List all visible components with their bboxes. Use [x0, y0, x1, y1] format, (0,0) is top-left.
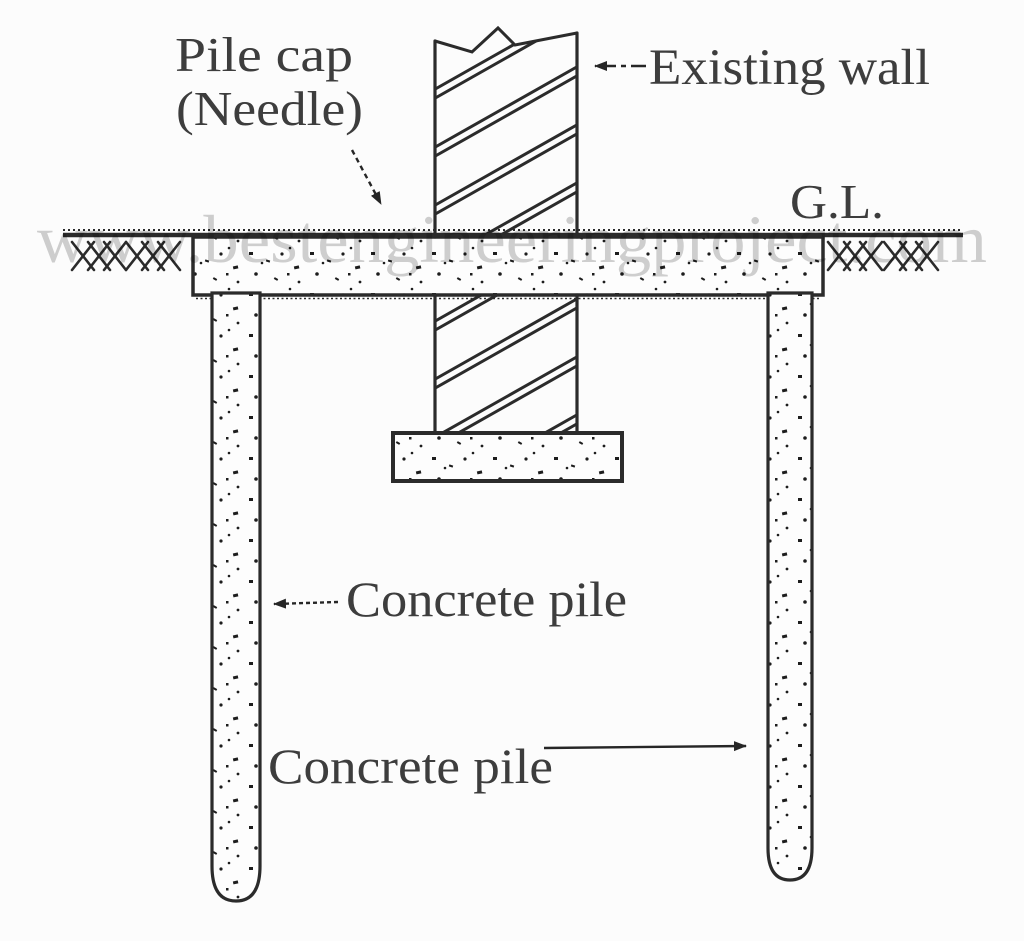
pile-cap-leader-arrow: [350, 149, 383, 205]
existing-wall-label: Existing wall: [649, 40, 930, 96]
ground-level-label: G.L.: [790, 174, 884, 229]
pile-cap-label-line2: (Needle): [176, 81, 363, 136]
concrete-pile-upper-leader-arrow: [273, 598, 339, 609]
wall-break-line: [434, 25, 578, 54]
concrete-pile-lower-leader-arrow: [543, 741, 747, 752]
pile-cap-label-line1: Pile cap: [175, 27, 353, 82]
wall-footing: [391, 431, 624, 483]
concrete-pile-upper-label: Concrete pile: [346, 571, 627, 627]
watermark-text: www.bestengineeringproject.com: [37, 201, 987, 277]
concrete-pile-right: [766, 291, 814, 882]
ground-line: [63, 229, 963, 238]
concrete-pile-lower-label: Concrete pile: [268, 738, 553, 794]
pile-cap: [191, 235, 825, 300]
concrete-pile-left: [210, 291, 262, 903]
